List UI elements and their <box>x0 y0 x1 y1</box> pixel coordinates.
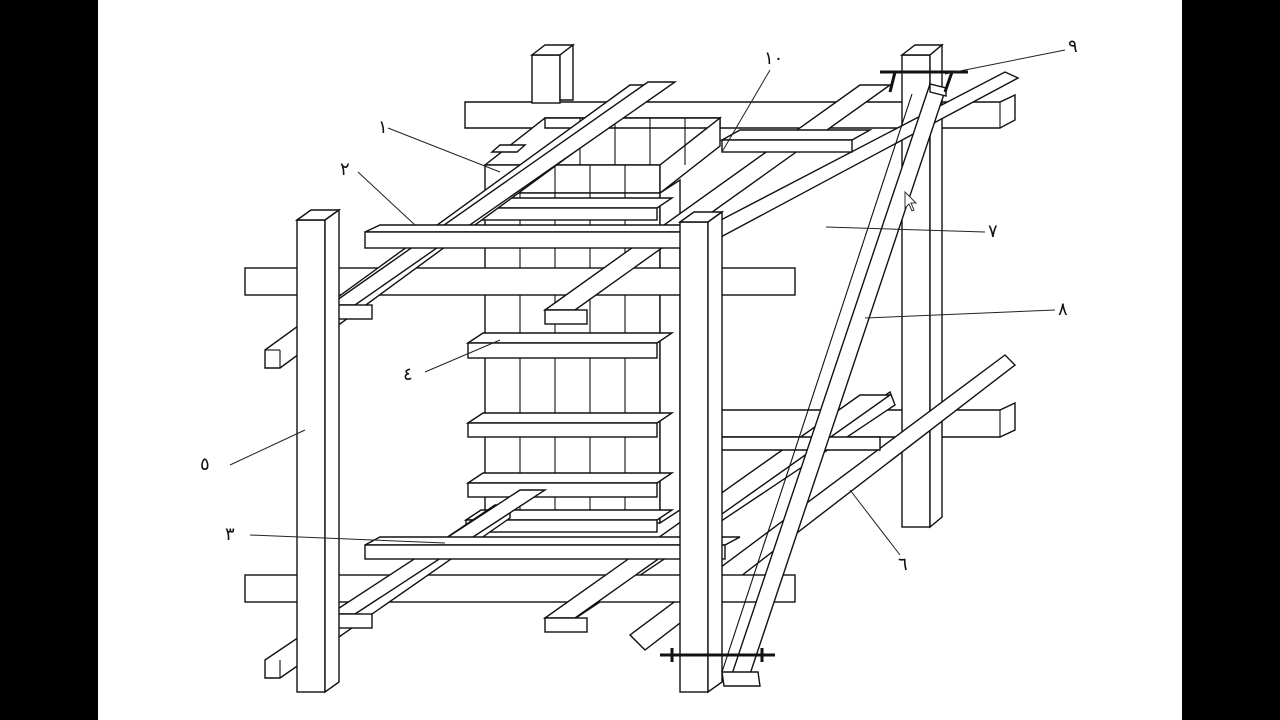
bottom-anchor <box>660 648 775 662</box>
column-clamp-3 <box>465 412 675 438</box>
column-clamp-4 <box>465 472 675 498</box>
upper-side-plank <box>719 129 873 153</box>
upper-front-plank <box>364 224 701 249</box>
column-formwork-diagram: ١ ٢ ٣ ٤ ٥ ٦ ٧ ٨ ٩ ١٠ <box>200 36 1078 694</box>
leader-lines <box>229 49 1066 556</box>
diagram-canvas: ١ ٢ ٣ ٤ ٥ ٦ ٧ ٨ ٩ ١٠ <box>98 0 1182 720</box>
column-clamp-2 <box>465 332 675 359</box>
label-10: ١٠ <box>764 48 783 69</box>
label-6: ٦ <box>898 554 908 575</box>
label-7: ٧ <box>988 221 998 242</box>
label-2: ٢ <box>340 159 350 180</box>
column-clamp-1 <box>462 197 675 221</box>
lower-front-plank <box>364 536 741 560</box>
label-3: ٣ <box>225 524 235 545</box>
mouse-cursor-icon <box>904 190 918 212</box>
label-9: ٩ <box>1068 36 1078 57</box>
front-right-post <box>677 210 725 694</box>
upper-cross-plank-mid <box>327 81 678 320</box>
label-8: ٨ <box>1058 299 1068 320</box>
diagonal-brace <box>721 83 947 687</box>
column-clamp-5 <box>463 509 675 533</box>
label-1: ١ <box>378 117 388 138</box>
lower-side-plank <box>719 436 881 451</box>
back-left-post <box>529 43 576 104</box>
label-4: ٤ <box>403 364 413 385</box>
front-left-post <box>294 208 342 694</box>
label-5: ٥ <box>200 454 210 475</box>
